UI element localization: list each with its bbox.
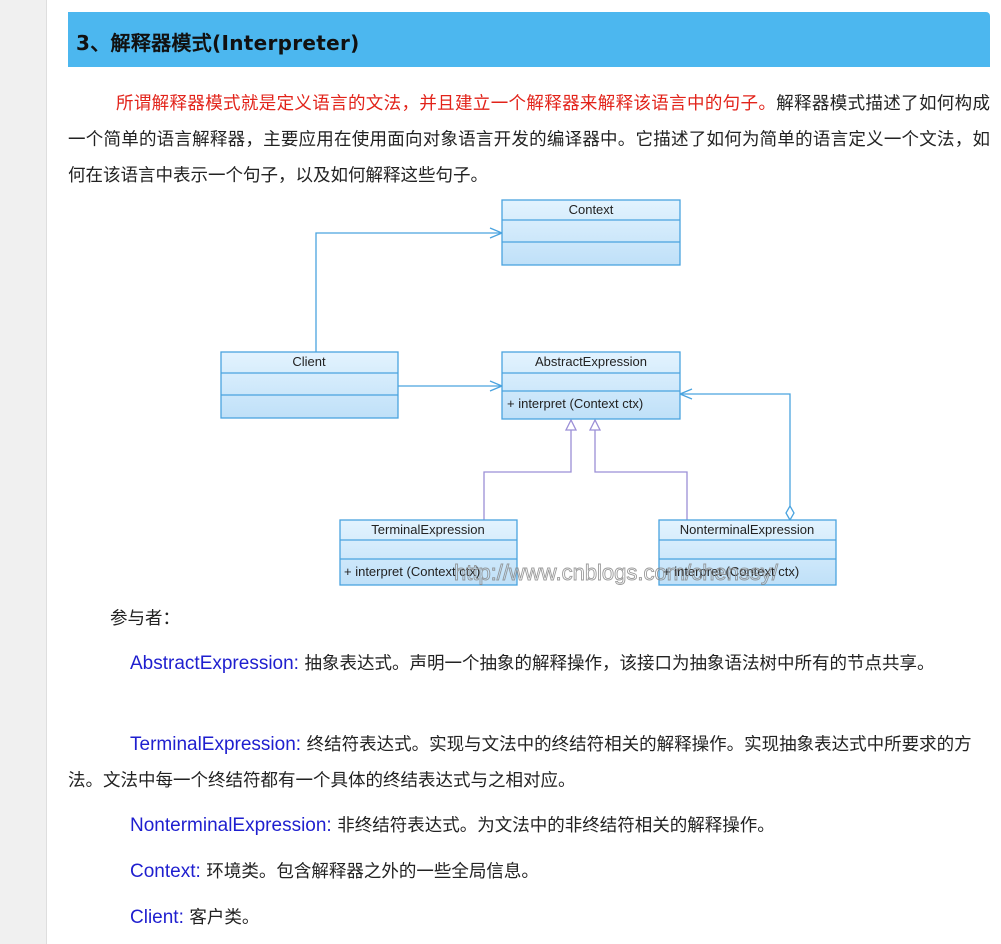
terminal-expression-class-name: TerminalExpression [371, 522, 484, 537]
context-class-box: Context [501, 199, 681, 266]
intro-paragraph: 所谓解释器模式就是定义语言的文法，并且建立一个解释器来解释该语言中的句子。解释器… [68, 86, 990, 194]
abstract-expression-class-box: AbstractExpression + interpret (Context … [501, 351, 681, 420]
participant-term: TerminalExpression: [130, 734, 302, 755]
participant-description: 抽象表达式。声明一个抽象的解释操作，该接口为抽象语法树中所有的节点共享。 [298, 654, 935, 674]
section-heading: 3、解释器模式(Interpreter) [68, 12, 990, 67]
participant-client: Client: 客户类。 [68, 900, 990, 936]
left-margin-strip [0, 0, 47, 944]
participant-description: 终结符表达式。实现与文法中的终结符相关的解释操作。实现抽象表达式中所要求的方法。… [68, 735, 972, 791]
participant-term: Client: [130, 907, 184, 928]
nonterminal-expression-class-name: NonterminalExpression [680, 522, 814, 537]
participant-terminal-expression: TerminalExpression: 终结符表达式。实现与文法中的终结符相关的… [68, 727, 990, 799]
nonterminal-inherits-abstract [588, 418, 688, 520]
client-to-abstract-association [398, 380, 504, 392]
participant-term: AbstractExpression: [130, 653, 299, 674]
uml-class-diagram: Context Client AbstractExpression + inte… [220, 199, 837, 586]
intro-definition: 所谓解释器模式就是定义语言的文法，并且建立一个解释器来解释该语言中的句子。 [116, 94, 777, 114]
terminal-expression-class-box: TerminalExpression + interpret (Context … [339, 519, 518, 586]
participant-description: 非终结符表达式。为文法中的非终结符相关的解释操作。 [331, 816, 775, 836]
participant-context: Context: 环境类。包含解释器之外的一些全局信息。 [68, 854, 990, 890]
watermark-url: http://www.cnblogs.com/chenssy/ [454, 560, 779, 585]
abstract-expression-class-name: AbstractExpression [535, 354, 647, 369]
participant-description: 客户类。 [183, 908, 260, 928]
participant-nonterminal-expression: NonterminalExpression: 非终结符表达式。为文法中的非终结符… [68, 808, 990, 844]
abstract-expression-method: + interpret (Context ctx) [507, 396, 643, 411]
nonterminal-expression-method: + interpret (Context ctx) [663, 564, 799, 579]
client-to-context-association [315, 227, 504, 352]
terminal-expression-method: + interpret (Context ctx) [344, 564, 480, 579]
context-class-name: Context [569, 202, 614, 217]
participant-term: NonterminalExpression: [130, 815, 332, 836]
intro-description: 解释器模式描述了如何构成一个简单的语言解释器，主要应用在使用面向对象语言开发的编… [68, 94, 990, 186]
participants-label: 参与者： [110, 609, 180, 629]
participant-term: Context: [130, 861, 201, 882]
participant-description: 环境类。包含解释器之外的一些全局信息。 [200, 862, 539, 882]
client-class-name: Client [292, 354, 326, 369]
nonterminal-aggregates-abstract [678, 388, 795, 522]
terminal-inherits-abstract [483, 418, 578, 520]
nonterminal-expression-class-box: NonterminalExpression + interpret (Conte… [658, 519, 837, 586]
participant-abstract-expression: AbstractExpression: 抽象表达式。声明一个抽象的解释操作，该接… [68, 646, 990, 682]
client-class-box: Client [220, 351, 399, 419]
